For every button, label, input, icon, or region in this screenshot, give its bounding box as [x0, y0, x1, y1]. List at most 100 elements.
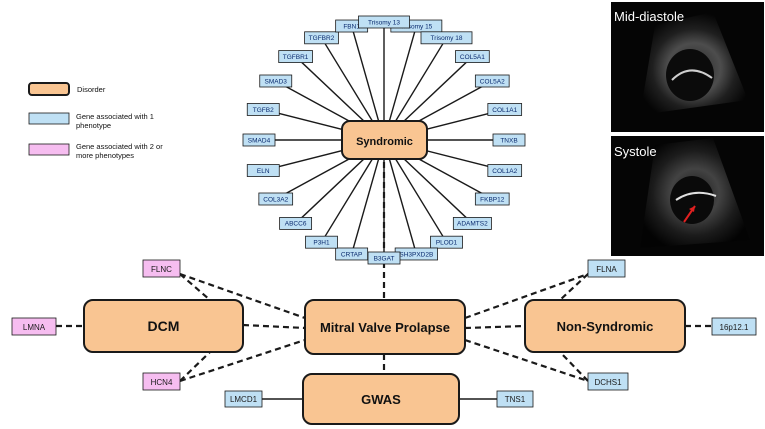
legend-gene-one-label: Gene associated with 1 phenotype	[76, 112, 154, 130]
gene-box-label: COL1A1	[492, 107, 517, 114]
legend: Disorder Gene associated with 1 phenotyp…	[28, 82, 163, 160]
gene-box-label: SMAD3	[265, 78, 288, 85]
dcm-node: DCM	[83, 299, 244, 353]
gene-flna: FLNA	[587, 259, 626, 278]
gene-box: B3GAT	[367, 251, 401, 265]
legend-disorder-label: Disorder	[77, 85, 106, 94]
gene-box: SMAD4	[242, 133, 276, 147]
gene-box: Trisomy 18	[420, 31, 473, 45]
svg-text:16p12.1: 16p12.1	[720, 323, 749, 332]
gwas-label: GWAS	[361, 392, 401, 407]
gene-box-rect	[242, 133, 276, 147]
gene-box: TGFBR2	[304, 31, 339, 45]
svg-text:FLNC: FLNC	[151, 265, 172, 274]
echo-top-label: Mid-diastole	[614, 9, 684, 24]
gene-box-label: COL5A2	[480, 78, 505, 85]
svg-text:HCN4: HCN4	[151, 378, 173, 387]
gene-box: ABCC6	[279, 217, 313, 230]
syndromic-genes: Trisomy 15 Trisomy 18 COL5A1COL5A2COL1A1TN…	[242, 15, 526, 265]
gene-box-label: TGFBR2	[309, 35, 335, 42]
gene-box-rect	[259, 74, 293, 88]
gene-box: COL3A2	[258, 192, 294, 206]
dchs1-nonsyndromic-link	[559, 351, 589, 382]
gene-box-rect	[474, 74, 510, 88]
flnc-dcm-link	[179, 273, 211, 301]
gene-box-rect	[335, 247, 369, 261]
gene-box: Trisomy 13	[358, 15, 410, 29]
echo-bottom-valve	[675, 191, 717, 201]
gene-box: ADAMTS2	[452, 217, 492, 230]
dcm-mvp-link	[242, 323, 306, 330]
mvp-nonsyndromic-link	[464, 324, 526, 330]
nonsyndromic-label: Non-Syndromic	[557, 319, 654, 334]
gene-box-label: Trisomy 15	[400, 23, 432, 30]
connections	[56, 162, 712, 400]
gene-box-rect	[279, 217, 313, 230]
echo-bottom-label: Systole	[614, 144, 657, 159]
gene-box-rect	[474, 192, 510, 206]
gene-box-rect	[358, 15, 410, 29]
gene-flnc: FLNC	[142, 259, 181, 278]
echo-bottom-chamber	[670, 176, 714, 224]
gene-box-label: TGFBR1	[283, 54, 309, 61]
legend-gene-multi-swatch	[28, 143, 70, 156]
prolapse-arrowhead	[689, 206, 695, 212]
gene-box: COL5A1	[455, 50, 490, 63]
legend-gene-multi-label-wrap: Gene associated with 2 or more phenotype…	[76, 142, 163, 160]
gene-box-label: FBN1	[343, 23, 360, 30]
gene-box-rect	[258, 192, 294, 206]
legend-gene-one-swatch	[28, 112, 70, 125]
gene-box-label: COL5A1	[460, 54, 485, 61]
gene-box-rect	[430, 235, 463, 249]
gene-box-label: ELN	[257, 168, 270, 175]
gene-box: TNXB	[492, 133, 526, 147]
gene-box-label: COL3A2	[263, 196, 288, 203]
echo-top-valve	[671, 69, 713, 81]
gene-box-label: ABCC6	[285, 221, 307, 228]
gene-box-rect	[487, 164, 523, 177]
gene-dchs1: DCHS1	[587, 372, 629, 391]
gene-box-rect	[305, 235, 338, 249]
gene-box-label: Trisomy 13	[368, 19, 400, 26]
gene-box-label: SMAD4	[248, 137, 271, 144]
nonsyndromic-node: Non-Syndromic	[524, 299, 686, 353]
gene-box-rect	[492, 133, 526, 147]
legend-gene-multi-label: Gene associated with 2 or more phenotype…	[76, 142, 163, 160]
gene-box: ELN	[246, 164, 280, 177]
gene-lmcd1: LMCD1	[224, 390, 263, 408]
gene-tns1: TNS1	[496, 390, 534, 408]
gene-lmna: LMNA	[11, 317, 57, 336]
gene-box-label: B3GAT	[374, 255, 395, 262]
gene-box-rect	[455, 50, 490, 63]
svg-text:TNS1: TNS1	[505, 395, 526, 404]
legend-gene-one-label-wrap: Gene associated with 1 phenotype	[76, 112, 154, 130]
gene-box-rect	[452, 217, 492, 230]
gene-box: CRTAP	[335, 247, 369, 261]
gene-box: SH3PXD2B	[394, 247, 438, 261]
gene-box-label: TGFB2	[253, 107, 274, 114]
gene-box-rect	[420, 31, 473, 45]
gene-box: TGFB2	[246, 103, 280, 116]
gene-box: SMAD3	[259, 74, 293, 88]
gene-16p12: 16p12.1	[711, 317, 757, 336]
gene-box: COL5A2	[474, 74, 510, 88]
svg-text:FLNA: FLNA	[596, 265, 617, 274]
gene-box-label: SH3PXD2B	[399, 251, 433, 258]
flnc-mvp-link	[179, 272, 306, 320]
svg-text:LMCD1: LMCD1	[230, 395, 258, 404]
syndromic-label: Syndromic	[356, 136, 413, 148]
gene-box-label: Trisomy 18	[431, 35, 463, 42]
gene-box-rect	[304, 31, 339, 45]
gene-box: FKBP12	[474, 192, 510, 206]
gene-box-label: FKBP12	[480, 196, 505, 203]
gene-box-label: COL1A2	[492, 168, 517, 175]
svg-text:DCHS1: DCHS1	[594, 378, 622, 387]
gene-hcn4: HCN4	[142, 372, 181, 391]
gene-box: PLOD1	[430, 235, 463, 249]
gene-box-rect	[278, 50, 313, 63]
gene-box-rect	[246, 103, 280, 116]
gene-box: COL1A2	[487, 164, 523, 177]
flna-mvp-link	[464, 272, 589, 320]
echo-panel: Mid-diastole Systole	[611, 2, 764, 256]
gene-box-rect	[246, 164, 280, 177]
